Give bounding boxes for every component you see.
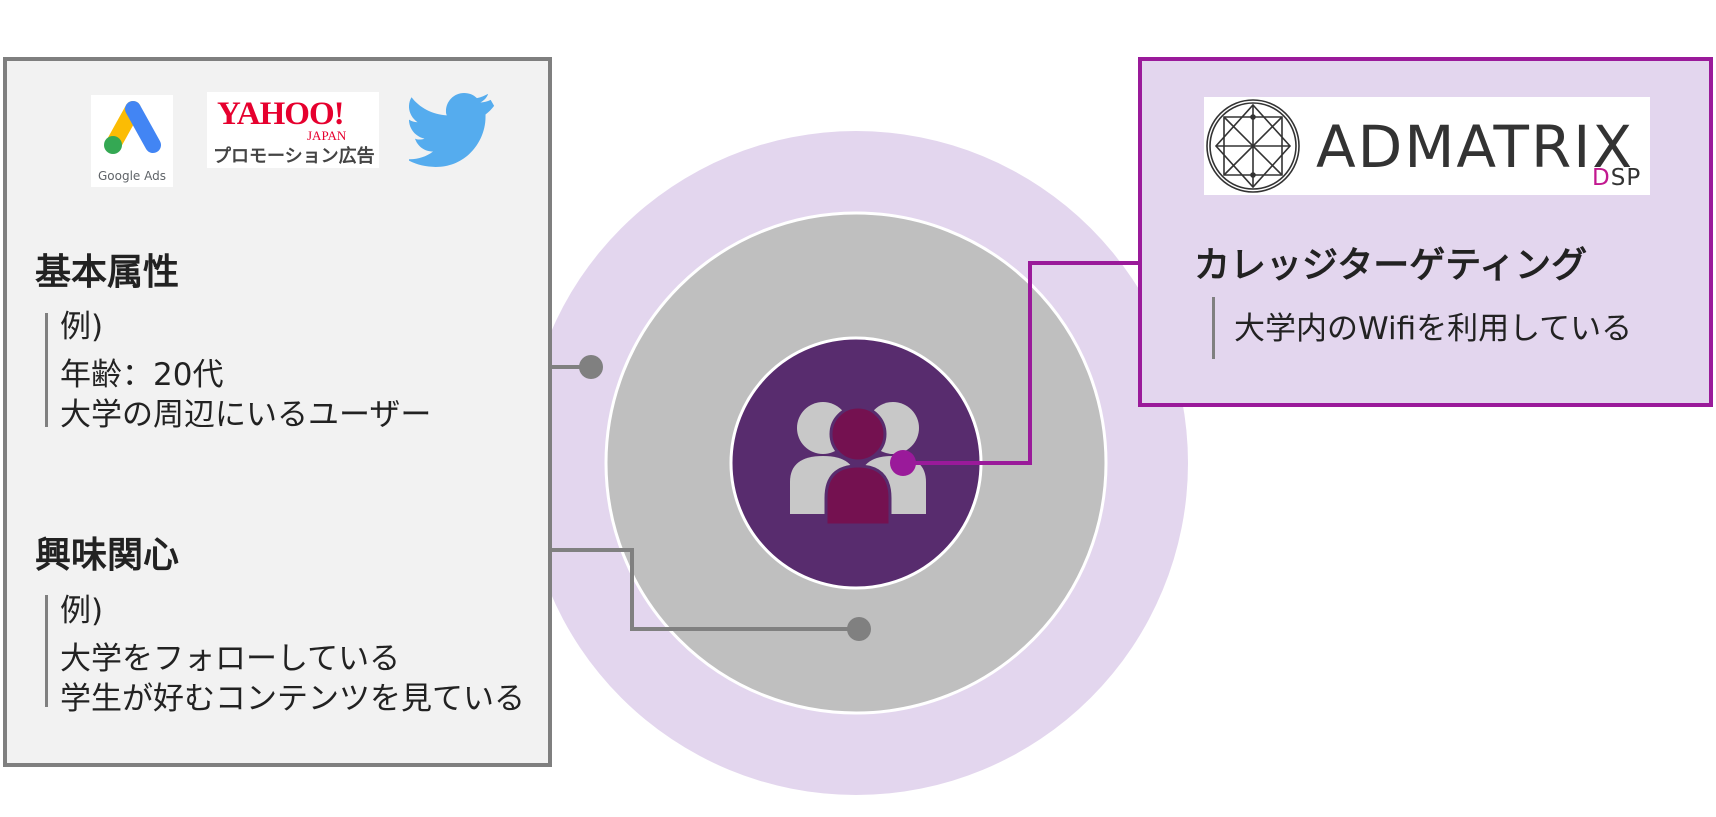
google-ads-icon	[104, 101, 161, 154]
yahoo-wordmark: YAHOO!	[217, 96, 345, 132]
basic-age-text: 年齢：20代	[60, 357, 224, 393]
connector-basic-dot	[579, 355, 603, 379]
google-ads-caption: Google Ads	[98, 169, 166, 183]
connector-interest-dot	[847, 617, 871, 641]
admatrix-dsp-d: D	[1592, 165, 1611, 191]
interest-content-text: 学生が好むコンテンツを見ている	[60, 681, 525, 717]
connector-college-dot	[890, 450, 916, 476]
college-targeting-bar	[1212, 297, 1215, 359]
admatrix-emblem-icon	[1206, 99, 1300, 193]
interests-bar	[45, 595, 48, 707]
google-ads-logo: Google Ads	[91, 95, 173, 187]
basic-attributes-bar	[45, 313, 48, 427]
basic-attributes-title: 基本属性	[35, 252, 180, 293]
basic-example-label: 例)	[60, 309, 104, 345]
college-targeting-title: カレッジターゲティング	[1194, 245, 1588, 286]
yahoo-japan-text: JAPAN	[307, 128, 347, 143]
admatrix-logo: ADMATRIX DSP	[1204, 97, 1650, 195]
admatrix-wordmark: ADMATRIX	[1316, 113, 1635, 181]
yahoo-promotion-logo: YAHOO! JAPAN プロモーション広告	[207, 92, 379, 168]
interest-example-label: 例)	[60, 593, 104, 629]
yahoo-promo-text: プロモーション広告	[213, 146, 375, 167]
ad-platforms-panel: Google Ads YAHOO! JAPAN プロモーション広告 基本属性 例…	[3, 57, 552, 767]
connector-college	[903, 261, 1158, 465]
admatrix-dsp-sp: SP	[1610, 165, 1642, 191]
college-targeting-description: 大学内のWifiを利用している	[1234, 311, 1633, 347]
twitter-bird-icon	[409, 93, 495, 167]
interest-follow-text: 大学をフォローしている	[60, 641, 401, 677]
admatrix-dsp-text: DSP	[1592, 165, 1641, 191]
interests-title: 興味関心	[35, 535, 180, 576]
college-targeting-panel: ADMATRIX DSP カレッジターゲティング 大学内のWifiを利用している	[1138, 57, 1713, 407]
basic-location-text: 大学の周辺にいるユーザー	[60, 397, 432, 433]
